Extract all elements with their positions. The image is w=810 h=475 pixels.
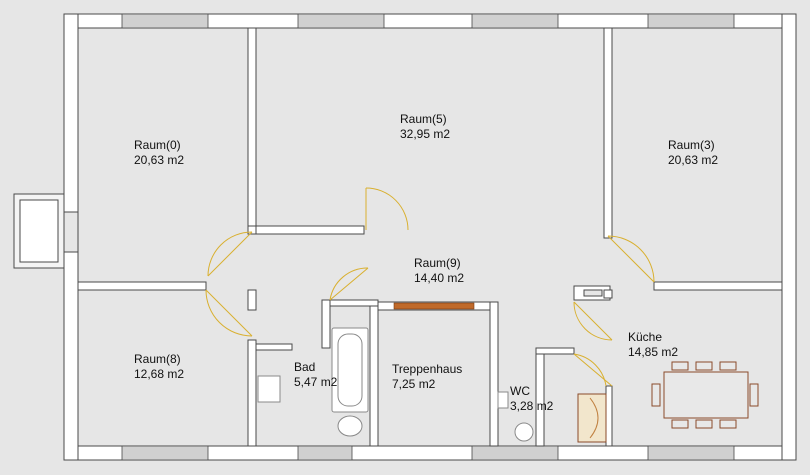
room-area: 5,47 m2 — [294, 375, 338, 389]
room-area: 14,40 m2 — [414, 271, 465, 285]
room-label-raum-9: Raum(9) 14,40 m2 — [414, 256, 464, 286]
room-name: Raum(9) — [414, 256, 461, 270]
room-name: WC — [510, 384, 530, 398]
room-area: 32,95 m2 — [400, 127, 451, 141]
kitchen-counter — [577, 393, 607, 443]
room-name: Raum(0) — [134, 138, 181, 152]
stair-opening — [393, 302, 475, 310]
room-name: Raum(3) — [668, 138, 715, 152]
bad-fixtures — [257, 375, 363, 437]
room-name: Bad — [294, 360, 316, 374]
room-area: 7,25 m2 — [392, 377, 436, 391]
room-name: Treppenhaus — [392, 362, 463, 376]
room-area: 20,63 m2 — [134, 153, 185, 167]
room-name: Küche — [628, 330, 663, 344]
room-label-raum-8: Raum(8) 12,68 m2 — [134, 352, 184, 382]
room-label-raum-0: Raum(0) 20,63 m2 — [134, 138, 184, 168]
room-label-treppenhaus: Treppenhaus 7,25 m2 — [392, 362, 462, 392]
room-label-bad: Bad 5,47 m2 — [294, 360, 337, 390]
room-area: 14,85 m2 — [628, 345, 679, 359]
room-area: 3,28 m2 — [510, 399, 554, 413]
room-label-kueche: Küche 14,85 m2 — [628, 330, 678, 360]
room-label-raum-5: Raum(5) 32,95 m2 — [400, 112, 450, 142]
bathtub — [331, 327, 369, 413]
room-label-wc: WC 3,28 m2 — [510, 384, 553, 414]
room-name: Raum(5) — [400, 112, 447, 126]
interior-walls — [77, 27, 783, 447]
door-swings — [205, 187, 655, 387]
windows — [121, 13, 735, 461]
room-area: 12,68 m2 — [134, 367, 185, 381]
wc-fixtures — [497, 391, 534, 442]
room-label-raum-3: Raum(3) 20,63 m2 — [668, 138, 718, 168]
room-area: 20,63 m2 — [668, 153, 719, 167]
balcony — [13, 193, 79, 269]
room-name: Raum(8) — [134, 352, 181, 366]
dining-table — [651, 361, 759, 429]
